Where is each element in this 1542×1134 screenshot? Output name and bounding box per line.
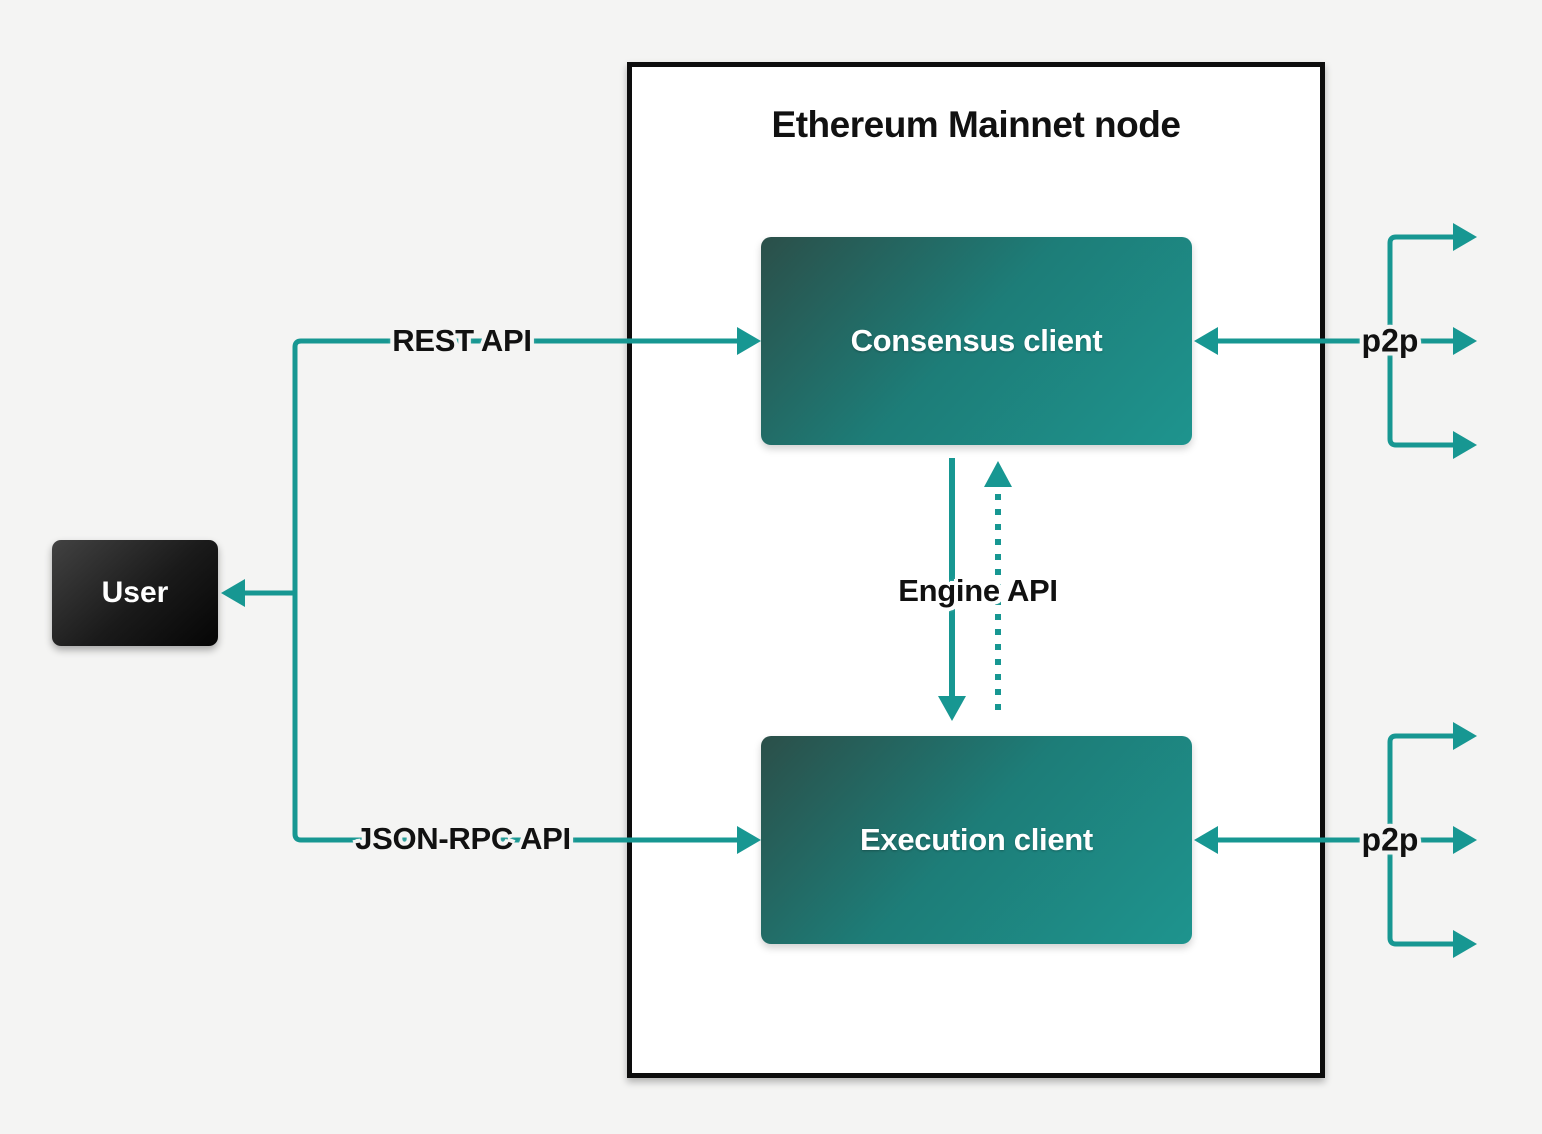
- p2p-consensus-label: p2p: [1361, 322, 1419, 359]
- arrow-p2p-execution-out-mid-icon: [1453, 826, 1477, 854]
- arrow-p2p-execution-out-top-icon: [1453, 722, 1477, 750]
- engine-api-label: Engine API: [898, 573, 1058, 608]
- consensus-client-box: Consensus client: [761, 237, 1192, 445]
- consensus-client-label: Consensus client: [850, 323, 1103, 358]
- node-title: Ethereum Mainnet node: [771, 104, 1181, 145]
- p2p-execution-label: p2p: [1361, 821, 1419, 858]
- rest-api-label: REST API: [392, 323, 532, 358]
- arrow-to-user-icon: [221, 579, 245, 607]
- user-label: User: [101, 576, 169, 609]
- user-box: User: [52, 540, 218, 646]
- arrow-p2p-consensus-out-top-icon: [1453, 223, 1477, 251]
- execution-client-label: Execution client: [860, 822, 1093, 857]
- arrow-p2p-execution-out-bottom-icon: [1453, 930, 1477, 958]
- arrow-p2p-consensus-out-mid-icon: [1453, 327, 1477, 355]
- arrow-p2p-consensus-out-bottom-icon: [1453, 431, 1477, 459]
- json-rpc-api-label: JSON-RPC API: [355, 821, 571, 856]
- execution-client-box: Execution client: [761, 736, 1192, 944]
